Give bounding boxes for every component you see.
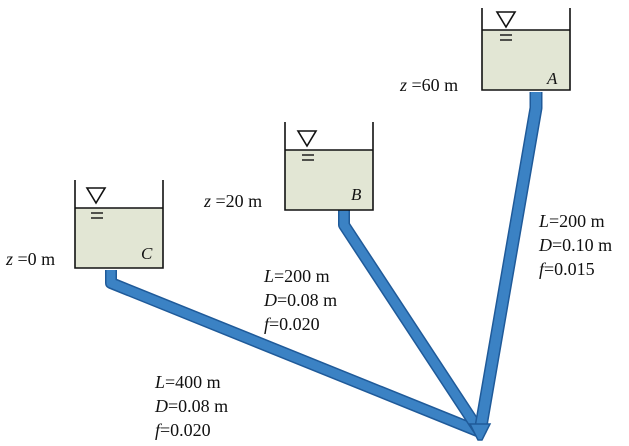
pipe-a-diameter: D=0.10 m (539, 233, 612, 257)
elevation-label-a: z =60 m (400, 76, 458, 94)
reservoir-a-water (482, 30, 570, 90)
reservoir-a (481, 8, 571, 91)
pipe-to-a (475, 92, 541, 433)
reservoir-c-water (75, 208, 163, 268)
pipe-a-friction: f=0.015 (539, 257, 612, 281)
pipe-b-properties: L=200 m D=0.08 m f=0.020 (264, 264, 337, 336)
friction-value: =0.020 (160, 420, 211, 440)
diameter-value: =0.10 m (552, 235, 613, 255)
reservoir-a-letter: A (547, 69, 558, 88)
pipe-c-diameter: D=0.08 m (155, 394, 228, 418)
pipe-c-properties: L=400 m D=0.08 m f=0.020 (155, 370, 228, 442)
pipe-to-b (339, 210, 484, 435)
diameter-symbol: D (539, 235, 552, 255)
pipe-to-c (106, 270, 482, 437)
pipe-a-properties: L=200 m D=0.10 m f=0.015 (539, 209, 612, 281)
friction-symbol: f (155, 420, 161, 440)
free-surface-triangle-icon (495, 11, 517, 29)
diameter-value: =0.08 m (277, 290, 338, 310)
length-value: =400 m (165, 372, 221, 392)
reservoir-c-walls (74, 180, 164, 269)
pipe-b-length: L=200 m (264, 264, 337, 288)
friction-value: =0.015 (544, 259, 595, 279)
elevation-value: =20 m (215, 191, 263, 211)
length-symbol: L (539, 211, 550, 231)
elevation-value: =0 m (17, 249, 56, 269)
friction-symbol: f (264, 314, 270, 334)
reservoir-b-water (285, 150, 373, 210)
friction-symbol: f (539, 259, 545, 279)
reservoir-b (284, 122, 374, 211)
pipe-network (105, 92, 543, 441)
length-value: =200 m (549, 211, 605, 231)
friction-value: =0.020 (269, 314, 320, 334)
pipe-b-friction: f=0.020 (264, 312, 337, 336)
length-symbol: L (264, 266, 275, 286)
pipe-a-length: L=200 m (539, 209, 612, 233)
length-symbol: L (155, 372, 166, 392)
pipe-junction (468, 423, 492, 441)
elevation-variable: z (6, 249, 14, 269)
pipe-b-diameter: D=0.08 m (264, 288, 337, 312)
elevation-variable: z (204, 191, 212, 211)
reservoir-c-letter: C (141, 244, 153, 263)
pipe-c-length: L=400 m (155, 370, 228, 394)
elevation-value: =60 m (411, 75, 459, 95)
reservoir-b-letter: B (351, 185, 362, 204)
elevation-label-c: z =0 m (6, 250, 55, 268)
diameter-symbol: D (155, 396, 168, 416)
diameter-value: =0.08 m (168, 396, 229, 416)
free-surface-triangle-icon (85, 187, 107, 205)
length-value: =200 m (274, 266, 330, 286)
reservoir-a-walls (481, 8, 571, 91)
free-surface-triangle-icon (296, 130, 318, 148)
reservoir-c (74, 180, 164, 269)
elevation-variable: z (400, 75, 408, 95)
pipe-c-friction: f=0.020 (155, 418, 228, 442)
elevation-label-b: z =20 m (204, 192, 262, 210)
diameter-symbol: D (264, 290, 277, 310)
reservoir-b-walls (284, 122, 374, 211)
